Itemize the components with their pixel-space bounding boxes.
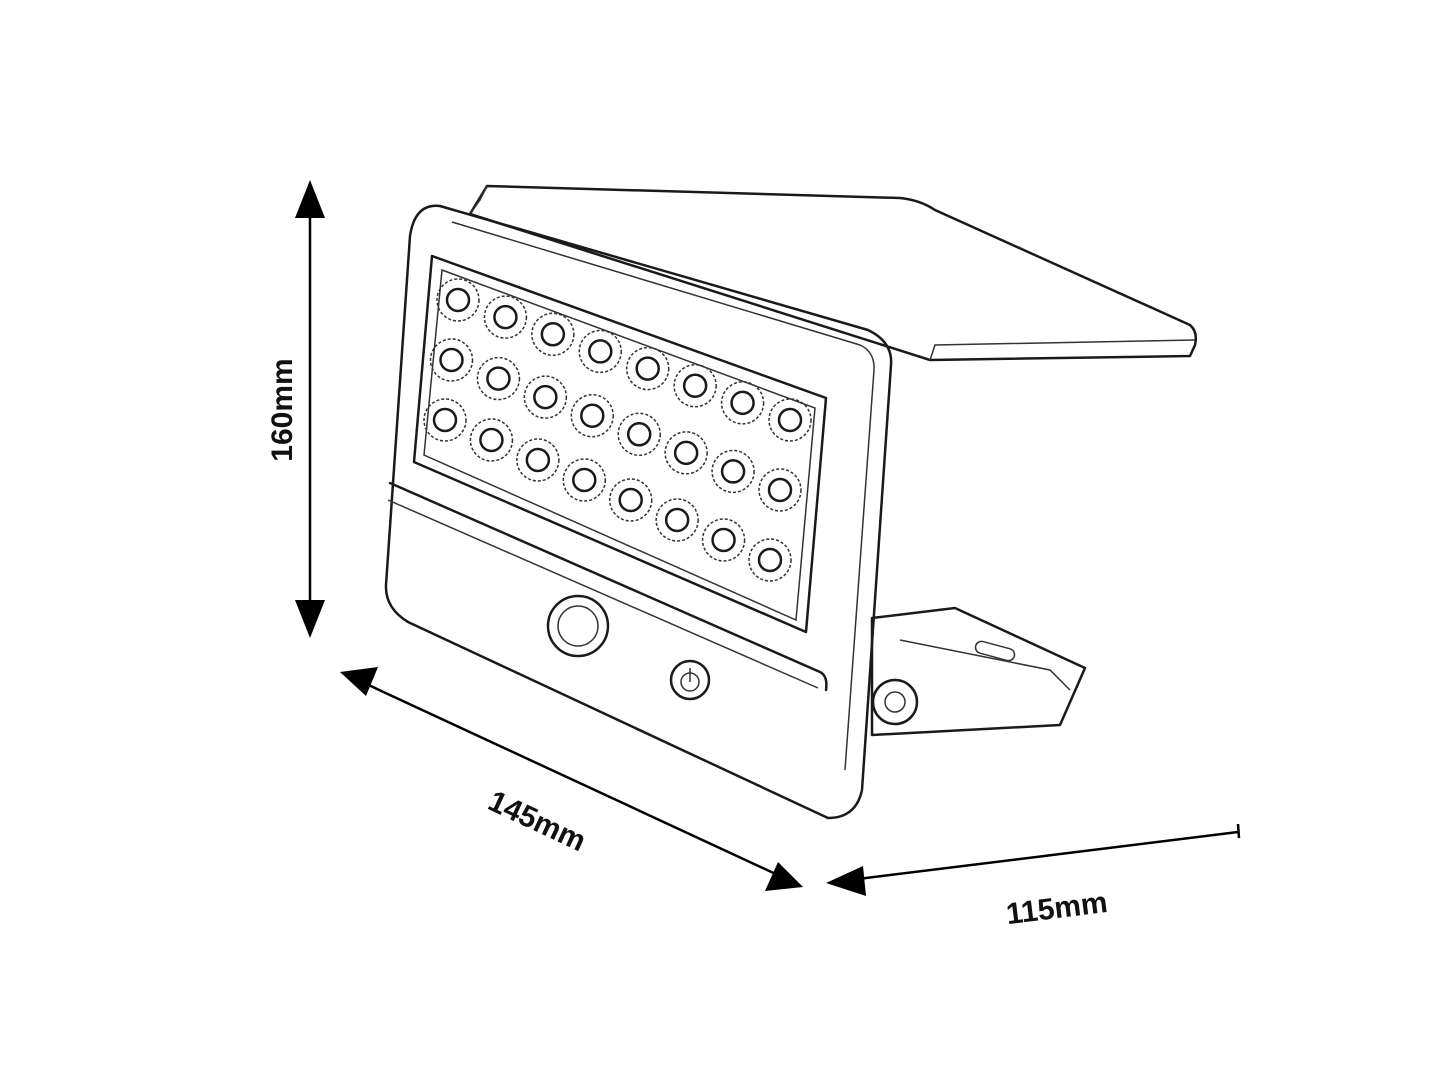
led <box>493 304 518 330</box>
led <box>445 287 471 313</box>
motion-sensor <box>546 594 610 658</box>
width-dimension-arrow <box>340 667 803 891</box>
led-outer-ring <box>429 338 474 382</box>
led <box>618 487 643 513</box>
led-outer-ring <box>720 381 765 425</box>
led <box>730 390 755 416</box>
led <box>664 507 690 533</box>
led-outer-ring <box>469 418 514 462</box>
led-outer-ring <box>436 278 480 322</box>
led-outer-ring <box>562 458 607 502</box>
led-outer-ring <box>578 329 623 374</box>
led <box>682 373 708 398</box>
led <box>588 339 613 364</box>
power-button-icon <box>669 659 711 701</box>
led <box>767 477 793 503</box>
depth-dimension-arrow <box>826 823 1241 896</box>
bracket-knob <box>871 678 919 726</box>
led-outer-ring <box>664 431 708 475</box>
led-outer-ring <box>476 356 521 401</box>
led-outer-ring <box>701 518 746 562</box>
solar-panel <box>468 184 1198 362</box>
led <box>777 407 803 433</box>
mounting-bracket <box>870 606 1087 737</box>
led-outer-ring <box>625 346 670 391</box>
led-outer-ring <box>608 478 653 522</box>
led-outer-ring <box>768 398 812 442</box>
led <box>757 547 783 573</box>
led-outer-ring <box>483 295 528 339</box>
led-outer-ring <box>570 393 615 438</box>
led <box>432 407 458 433</box>
depth-label: 115mm <box>1004 886 1109 931</box>
led-outer-ring <box>423 398 467 442</box>
height-dimension-arrow <box>295 180 325 638</box>
led-outer-ring <box>531 312 575 357</box>
led <box>720 459 746 484</box>
led <box>580 403 605 428</box>
led-panel <box>412 254 828 634</box>
led-outer-ring <box>758 468 802 512</box>
led <box>673 440 699 466</box>
led <box>626 422 652 447</box>
led-outer-ring <box>655 498 699 542</box>
lamp-body <box>384 204 893 820</box>
led <box>439 347 464 373</box>
led <box>525 447 551 473</box>
led <box>479 427 504 453</box>
led-outer-ring <box>516 438 560 482</box>
led <box>635 356 660 381</box>
led-outer-ring <box>711 449 755 494</box>
led <box>540 322 566 347</box>
led <box>533 384 558 410</box>
led <box>486 366 511 391</box>
led <box>711 527 736 553</box>
led <box>572 467 597 493</box>
led-outer-ring <box>523 375 568 419</box>
led-outer-ring <box>617 412 661 457</box>
led-outer-ring <box>673 363 717 408</box>
width-label: 145mm <box>483 785 591 859</box>
height-label: 160mm <box>266 358 299 461</box>
led-outer-ring <box>748 538 792 582</box>
